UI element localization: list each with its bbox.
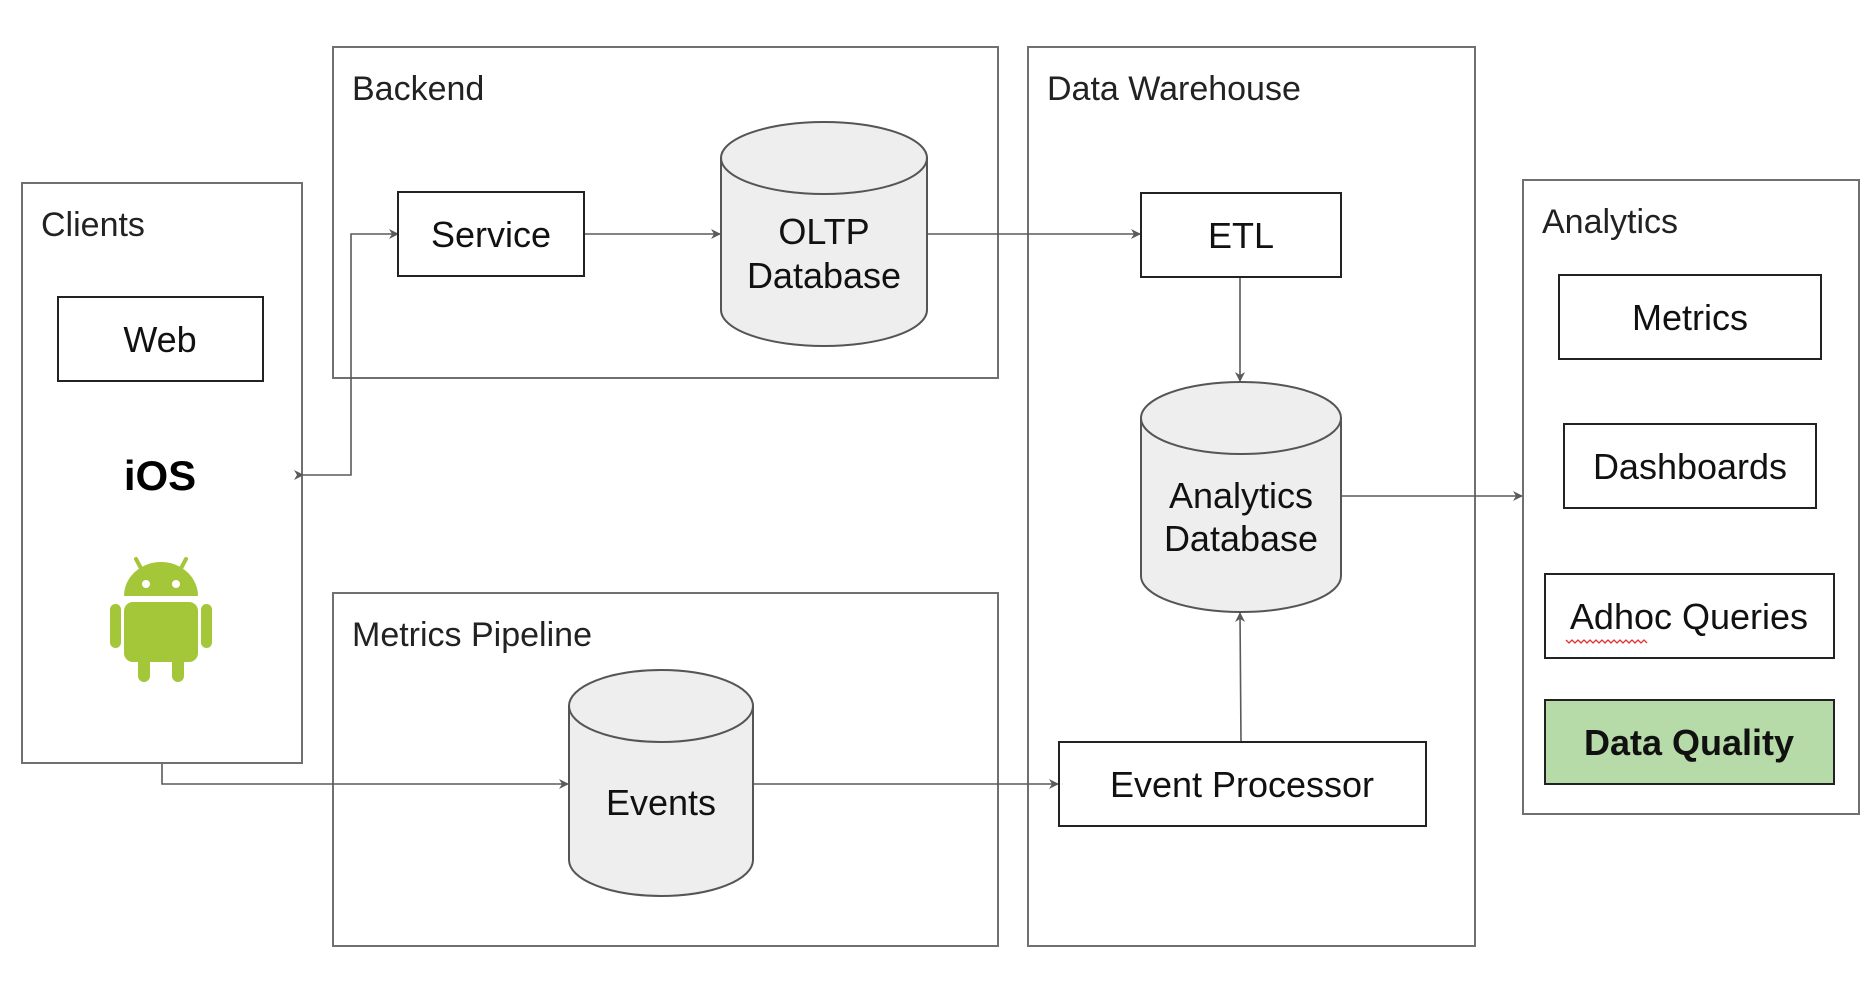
service-node: Service: [397, 191, 585, 277]
oltp-database-node: OLTP Database: [720, 121, 928, 347]
metrics-node: Metrics: [1558, 274, 1822, 360]
edge-clients-service: [294, 229, 399, 480]
data-warehouse-title: Data Warehouse: [1047, 70, 1301, 108]
clients-title: Clients: [41, 206, 145, 244]
spellcheck-underline: [1565, 639, 1648, 644]
oltp-label-line1: OLTP: [778, 211, 869, 252]
service-label: Service: [431, 214, 551, 255]
analytics-database-node: Analytics Database: [1140, 381, 1342, 613]
dashboards-label: Dashboards: [1593, 446, 1787, 487]
events-label: Events: [606, 782, 716, 823]
metrics-pipeline-title: Metrics Pipeline: [352, 616, 592, 654]
analytics-db-label-line1: Analytics: [1169, 475, 1313, 516]
etl-box: [1140, 192, 1342, 278]
adhoc-queries-box: [1544, 573, 1835, 659]
oltp-database-cylinder: [720, 157, 928, 347]
web-node: Web: [57, 296, 264, 382]
service-box: [397, 191, 585, 277]
event-processor-node: Event Processor: [1058, 741, 1427, 827]
analytics-db-label-line2: Database: [1164, 518, 1318, 559]
event-processor-box: [1058, 741, 1427, 827]
data-quality-node: Data Quality: [1544, 699, 1835, 785]
data-quality-label: Data Quality: [1584, 722, 1794, 763]
group-clients: Clients: [21, 182, 303, 764]
edge-clients-events: [161, 764, 569, 789]
adhoc-queries-node: Adhoc Queries: [1544, 573, 1835, 659]
data-quality-box: [1544, 699, 1835, 785]
oltp-label-line2: Database: [747, 255, 901, 296]
events-node: Events: [568, 669, 754, 897]
android-robot-icon: [110, 557, 212, 682]
backend-title: Backend: [352, 70, 484, 108]
metrics-box: [1558, 274, 1822, 360]
clients-container: [21, 182, 303, 764]
event-processor-label: Event Processor: [1110, 764, 1374, 805]
events-cylinder: [568, 705, 754, 897]
etl-label: ETL: [1208, 215, 1274, 256]
dashboards-node: Dashboards: [1563, 423, 1817, 509]
edge-event-processor-analytics-db: [1235, 612, 1246, 743]
web-label: Web: [123, 319, 196, 360]
analytics-database-cylinder: [1140, 417, 1342, 613]
adhoc-queries-label: Adhoc Queries: [1570, 596, 1808, 637]
dashboards-box: [1563, 423, 1817, 509]
analytics-title: Analytics: [1542, 203, 1678, 241]
etl-node: ETL: [1140, 192, 1342, 278]
web-box: [57, 296, 264, 382]
ios-label: iOS: [124, 452, 196, 499]
metrics-label: Metrics: [1632, 297, 1748, 338]
